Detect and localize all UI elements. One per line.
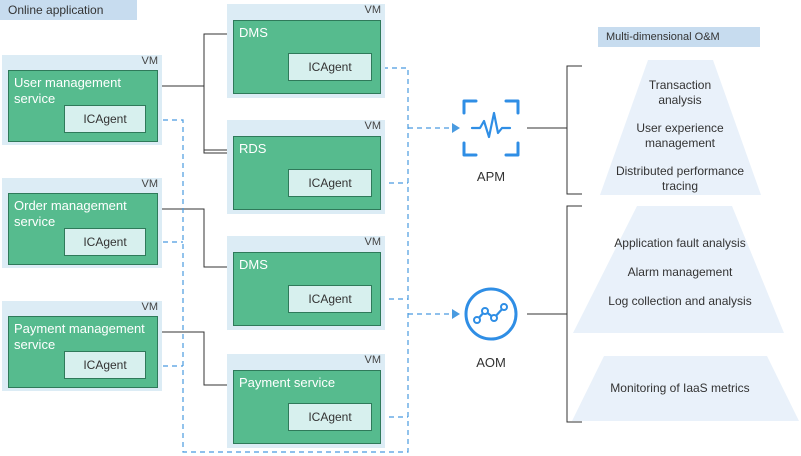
rds-service: RDS ICAgent [233, 136, 381, 210]
aom-feature-log-collection: Log collection and analysis [608, 294, 752, 308]
service-name: Payment service [239, 375, 336, 390]
vm-label: VM [141, 178, 159, 190]
vm-order-management: VM Order management service ICAgent [2, 178, 162, 268]
service-name: DMS [239, 257, 268, 272]
service-name: RDS [239, 141, 267, 156]
line-chart-circle-icon [464, 287, 518, 341]
apm-feature-user-experience: User experience management [636, 121, 724, 150]
apm-arrowhead [452, 123, 460, 133]
icagent-box: ICAgent [64, 351, 146, 379]
aom-arrowhead [452, 309, 460, 319]
vm-label: VM [141, 301, 159, 313]
aom-label: AOM [476, 355, 506, 370]
apm-label: APM [476, 169, 506, 184]
online-application-tag: Online application [0, 0, 137, 20]
bracket-connectors [527, 65, 582, 423]
icagent-box: ICAgent [288, 403, 372, 431]
om-tag: Multi-dimensional O&M [598, 27, 760, 47]
aom-feature-fault-analysis: Application fault analysis [614, 236, 746, 250]
icagent-box: ICAgent [288, 285, 372, 313]
aom-feature-panel [573, 206, 784, 333]
user-management-service: User management service ICAgent [8, 70, 158, 142]
icagent-box: ICAgent [288, 169, 372, 197]
vm-payment-management: VM Payment management service ICAgent [2, 301, 162, 391]
vm-label: VM [141, 55, 159, 67]
dms-service-1: DMS ICAgent [233, 20, 381, 94]
pulse-monitor-icon [462, 99, 520, 157]
vm-payment-service: VM Payment service ICAgent [227, 354, 385, 448]
vm-dms-1: VM DMS ICAgent [227, 4, 385, 98]
aom-feature-alarm-management: Alarm management [627, 265, 733, 279]
solid-connectors [157, 33, 234, 386]
vm-rds: VM RDS ICAgent [227, 120, 385, 214]
vm-label: VM [364, 236, 382, 248]
icagent-box: ICAgent [288, 53, 372, 81]
icagent-box: ICAgent [64, 228, 146, 256]
service-name: User management service [14, 75, 121, 106]
icagent-box: ICAgent [64, 105, 146, 133]
service-name: Order management service [14, 198, 127, 229]
service-name: Payment management service [14, 321, 145, 352]
apm-feature-distributed-tracing: Distributed performance tracing [615, 164, 745, 193]
service-name: DMS [239, 25, 268, 40]
apm-feature-panel [600, 60, 761, 195]
order-management-service: Order management service ICAgent [8, 193, 158, 265]
vm-label: VM [364, 4, 382, 16]
apm-feature-transaction-analysis: Transaction analysis [648, 78, 712, 107]
vm-label: VM [364, 354, 382, 366]
vm-dms-2: VM DMS ICAgent [227, 236, 385, 330]
payment-management-service: Payment management service ICAgent [8, 316, 158, 388]
dms-service-2: DMS ICAgent [233, 252, 381, 326]
iaas-feature-panel [572, 356, 799, 421]
iaas-feature-monitoring: Monitoring of IaaS metrics [610, 381, 750, 395]
payment-service: Payment service ICAgent [233, 370, 381, 444]
vm-user-management: VM User management service ICAgent [2, 55, 162, 145]
vm-label: VM [364, 120, 382, 132]
